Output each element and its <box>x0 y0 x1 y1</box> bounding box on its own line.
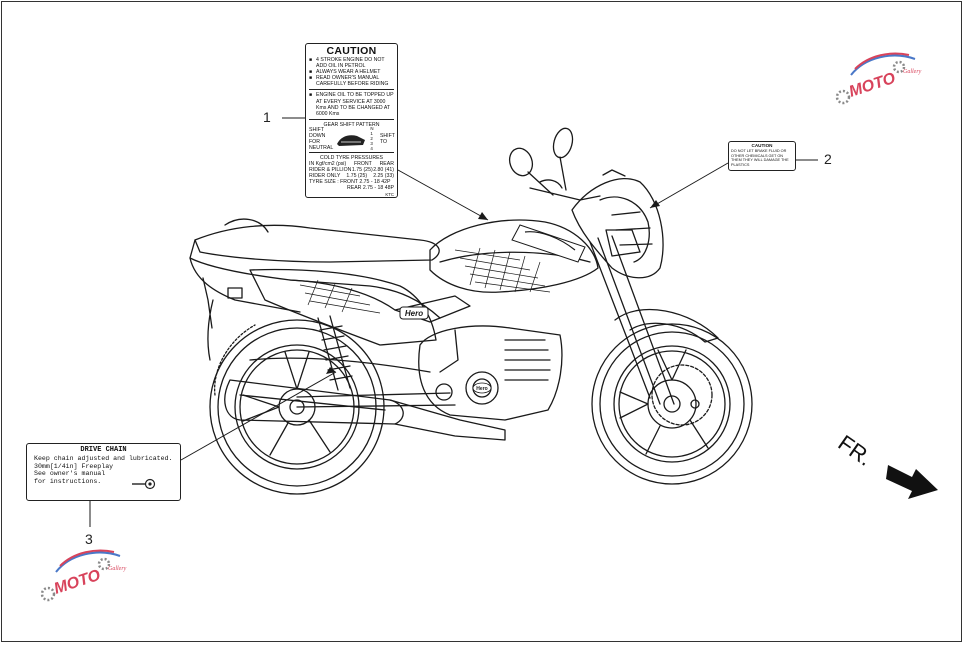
label-code: KTC <box>385 191 394 197</box>
watermark-logo-top: MOTO Gallery <box>833 45 943 115</box>
handlebar-mirrors <box>508 127 601 201</box>
tyre-header-row: IN Kgf/cm2 (psi) FRONT REAR <box>309 161 394 168</box>
caution-label: CAUTION ■4 STROKE ENGINE DO NOT ADD OIL … <box>305 43 398 198</box>
warning-item: ■ALWAYS WEAR A HELMET <box>309 69 381 76</box>
engine <box>418 325 563 421</box>
moto-logo-icon: MOTO Gallery <box>835 52 922 105</box>
seat-tail <box>189 218 441 361</box>
logo-name: MOTO <box>52 567 103 598</box>
leader-2 <box>649 162 729 209</box>
front-wheel <box>591 323 753 485</box>
bike-badge-text: Hero <box>405 309 423 318</box>
drive-chain-title: DRIVE CHAIN <box>80 446 127 454</box>
gear-shift-icon <box>336 135 365 146</box>
leader-arrowheads <box>326 200 660 374</box>
callout-3: 3 <box>85 531 93 547</box>
drive-chain-line: 30mm[1/4in] Freeplay <box>34 462 114 470</box>
brake-caution-label: CAUTION DO NOT LET BRAKE FLUID OR OTHER … <box>728 141 796 171</box>
leader-3 <box>180 371 337 461</box>
gear-shift-down-text: SHIFT DOWN FOR NEUTRAL <box>309 126 334 152</box>
engine-badge-text: Hero <box>476 386 487 392</box>
tyre-pressure-section: COLD TYRE PRESSURES IN Kgf/cm2 (psi) FRO… <box>309 151 394 198</box>
brake-caution-title: CAUTION <box>751 143 773 148</box>
tyre-row: RIDER ONLY 1.75 (25) 2.25 (33) <box>309 173 394 180</box>
gear-shift-section: GEAR SHIFT PATTERN SHIFT DOWN FOR NEUTRA… <box>309 118 395 152</box>
tyre-pressure-title: COLD TYRE PRESSURES <box>319 154 384 161</box>
watermark-logo-bottom: MOTO Gallery <box>38 542 148 612</box>
caution-title: CAUTION <box>326 45 377 57</box>
exhaust <box>224 379 506 441</box>
side-badge: Hero Hero <box>399 306 492 394</box>
gear-digits: N 1 2 3 4 <box>370 126 374 152</box>
brake-caution-text: DO NOT LET BRAKE FLUID OR OTHER CHEMICAL… <box>731 148 789 168</box>
warning-item: ■4 STROKE ENGINE DO NOT ADD OIL IN PETRO… <box>309 57 385 70</box>
tyre-row: RIDER & PILLION 1.75 (25) 2.80 (41) <box>309 167 394 174</box>
moto-logo-icon: MOTO Gallery <box>40 549 127 602</box>
warning-item: ■READ OWNER'S MANUAL CAREFULLY BEFORE RI… <box>309 75 389 88</box>
leader-lines <box>89 117 818 527</box>
gear-shift-up-text: SHIFT TO <box>379 132 395 145</box>
logo-tagline: Gallery <box>108 566 127 572</box>
drive-chain-label: DRIVE CHAIN Keep chain adjusted and lubr… <box>26 443 181 501</box>
callout-2: 2 <box>824 151 832 167</box>
front-fork <box>589 229 719 405</box>
callout-1: 1 <box>263 109 271 125</box>
logo-tagline: Gallery <box>903 69 922 75</box>
oil-notice: ■ENGINE OIL TO BE TOPPED UP AT EVERY SER… <box>309 89 394 117</box>
logo-name: MOTO <box>847 70 898 101</box>
tyre-size-rear: REAR 2.75 - 18 48P <box>346 185 394 192</box>
tank-decal <box>299 247 551 314</box>
shroud-decal <box>511 224 586 263</box>
drive-chain-line: Keep chain adjusted and lubricated. <box>34 454 173 462</box>
gear-shift-title: GEAR SHIFT PATTERN <box>323 121 380 128</box>
leader-1 <box>397 169 489 221</box>
tyre-size-front: TYRE SIZE : FRONT 2.75 - 18 42P <box>309 179 391 186</box>
drive-chain-line: See owner's manual <box>34 470 106 478</box>
headlamp-cowl <box>571 169 664 279</box>
chain-guard <box>249 357 431 373</box>
drive-chain-line: for instructions. <box>34 478 102 486</box>
chain-tool-icon <box>132 478 156 490</box>
rear-suspension <box>296 315 456 408</box>
arrow-down-right-icon <box>886 465 938 499</box>
